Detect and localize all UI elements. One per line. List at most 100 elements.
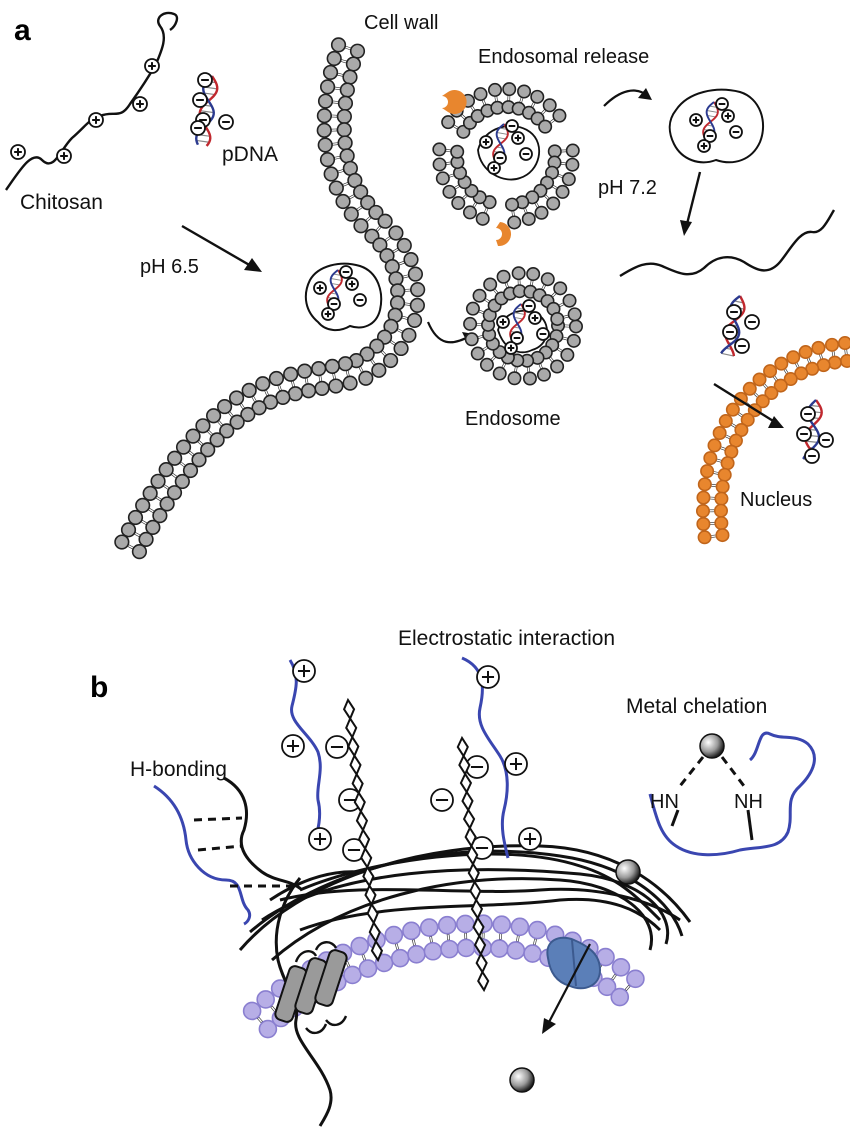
lipid-bead	[409, 297, 425, 314]
lipid-bead	[479, 357, 494, 372]
lipid-bead	[794, 366, 809, 381]
positive-charge-icon	[313, 281, 327, 295]
lipid-bead	[827, 355, 842, 370]
lipid-bead	[166, 485, 183, 501]
lipid-bead	[555, 184, 570, 199]
panel-a-letter: a	[14, 14, 31, 47]
lipid-bead	[456, 914, 475, 934]
positive-charge-icon	[496, 315, 510, 329]
lipid-bead	[410, 282, 426, 298]
lipid-bead	[530, 89, 545, 104]
lipid-bead	[127, 509, 144, 526]
lipid-bead	[432, 157, 447, 172]
hn-label: HN	[650, 791, 679, 813]
positive-charge-icon	[721, 109, 735, 123]
lipid-bead	[390, 948, 410, 968]
lipid-bead	[451, 196, 466, 211]
lipid-bead	[811, 340, 826, 355]
lipid-bead	[319, 152, 336, 168]
lipid-bead	[377, 213, 393, 229]
lipid-bead	[159, 496, 175, 512]
lipid-bead	[715, 528, 730, 543]
lipid-bead	[441, 115, 456, 130]
chitosan-charges	[10, 58, 160, 164]
lipid-bead	[402, 921, 421, 941]
lipid-bead	[328, 378, 344, 394]
entry-arrow	[181, 224, 259, 272]
negative-charge-icon	[339, 265, 353, 279]
enzyme-icon	[442, 90, 467, 114]
lipid-bead	[432, 142, 447, 157]
cell-wall-fibers	[238, 844, 692, 962]
lipid-bead	[764, 386, 779, 401]
negative-charge-icon	[522, 299, 536, 313]
negative-charge-icon	[744, 314, 760, 330]
lipid-bead	[372, 237, 388, 253]
transmembrane-protein	[274, 877, 348, 1127]
endosome-cargo	[496, 299, 550, 355]
lipid-bead	[540, 272, 555, 287]
entry-arrowhead	[244, 258, 262, 272]
lipid-bead	[339, 148, 355, 164]
negative-charge-icon	[197, 72, 213, 88]
lipid-bead	[712, 426, 727, 441]
lipid-bead	[384, 925, 404, 945]
lipid-bead	[568, 319, 583, 334]
nucleus-label: Nucleus	[740, 489, 812, 511]
lipid-bead	[506, 941, 526, 960]
lipid-bead	[228, 390, 245, 406]
lipid-bead	[359, 346, 375, 362]
lipid-bead	[507, 371, 522, 386]
lipid-bead	[339, 82, 355, 98]
lipid-bead	[175, 439, 192, 455]
lipid-bead	[714, 516, 729, 531]
lipid-bead	[786, 350, 801, 365]
lipid-bead	[490, 939, 509, 958]
chitosan-chain	[288, 659, 322, 845]
polyanion-segment	[462, 807, 476, 831]
negative-charge-icon	[342, 838, 366, 862]
lipid-bead	[152, 507, 168, 524]
lipid-bead	[185, 428, 201, 444]
positive-charge-icon	[321, 307, 335, 321]
negative-charge-icon	[715, 97, 729, 111]
lipid-bead	[562, 293, 577, 308]
lipid-bead	[462, 205, 477, 220]
positive-charge-icon	[10, 144, 26, 160]
lipid-bead	[740, 412, 755, 427]
nuclear-pdna-helix	[796, 399, 834, 464]
negative-charge-icon	[734, 338, 750, 354]
lipid-bead	[283, 366, 299, 382]
lipid-bead	[763, 364, 778, 379]
h-bonding-label: H-bonding	[130, 758, 227, 781]
lipid-bead	[798, 345, 813, 360]
lipid-bead	[783, 372, 798, 387]
lipid-bead	[696, 490, 711, 505]
lipid-bead	[718, 414, 733, 429]
lipid-bead	[300, 383, 317, 399]
polyanion-segment	[345, 716, 358, 740]
lipid-bead	[553, 281, 568, 296]
lipid-bead	[528, 920, 547, 940]
enzyme-icon	[496, 222, 512, 247]
lipid-bead	[487, 82, 502, 97]
lipid-bead	[345, 56, 362, 72]
lipid-bead	[534, 205, 549, 220]
positive-charge-icon	[292, 659, 316, 683]
lipid-bead	[407, 944, 426, 964]
positive-charge-icon	[88, 112, 104, 128]
lipid-bead	[697, 477, 712, 492]
polyanion-segment	[347, 735, 360, 758]
lipid-bead	[317, 137, 333, 153]
lipid-bead	[324, 358, 340, 374]
lipid-bead	[550, 311, 565, 326]
chitosan-label: Chitosan	[20, 191, 103, 214]
nh-label: NH	[734, 791, 763, 813]
lipid-bead	[158, 462, 174, 478]
positive-charge-icon	[56, 148, 72, 164]
lipid-bead	[251, 400, 267, 416]
metal-ion-icon	[509, 1067, 535, 1093]
lipid-bead	[330, 37, 347, 53]
negative-charge-icon	[519, 147, 533, 161]
pdna-helix	[190, 72, 234, 147]
